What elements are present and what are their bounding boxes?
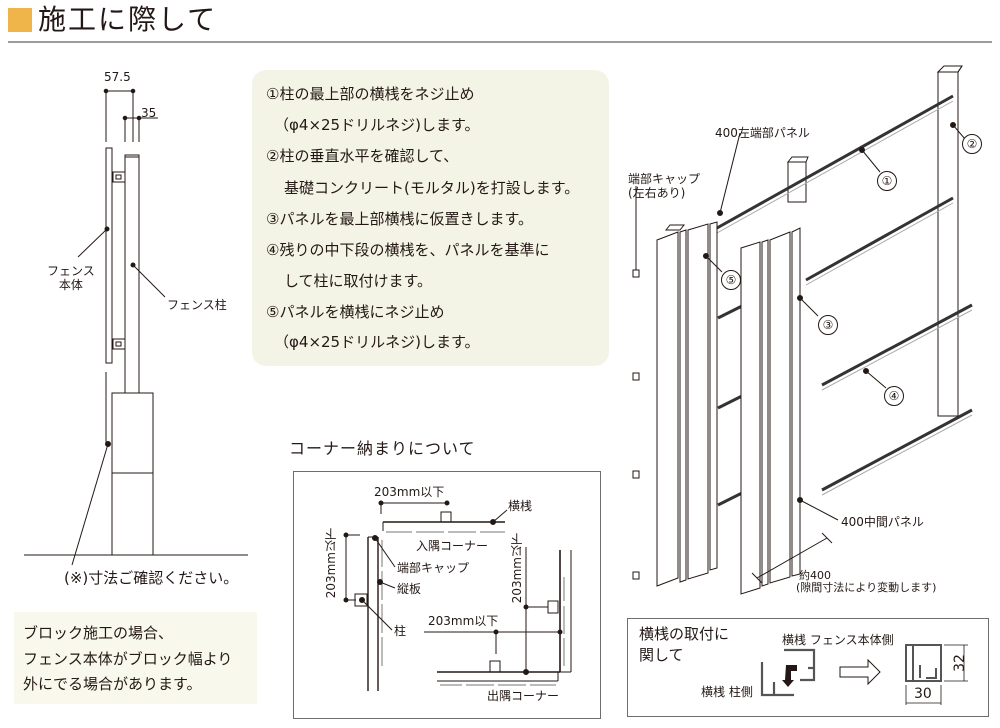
label-rail-fence-side: 横桟 フェンス本体側: [782, 633, 894, 647]
step-line: （φ4×25ドリルネジ)します。: [274, 116, 480, 134]
title-accent-square: [8, 8, 32, 32]
post-side-profile: [760, 662, 794, 697]
callout-2: ②: [962, 134, 982, 154]
callout-1: ①: [877, 171, 897, 191]
corner-section-title: コーナー納まりについて: [289, 439, 476, 458]
callout-4: ④: [884, 386, 904, 406]
corner-label-outside: 出隅コーナー: [487, 689, 560, 703]
step-line: ④残りの中下段の横桟を、パネルを基準に: [266, 241, 550, 259]
corner-label-end-cap: 端部キャップ: [397, 561, 470, 575]
corner-dim-bottom: 203mm以下: [428, 614, 499, 628]
rail-3: [821, 303, 973, 387]
callout-5: ⑤: [721, 270, 741, 290]
dimension-caution-caption: (※)寸法ご確認ください。: [64, 569, 239, 587]
down-arrow-icon: [782, 665, 797, 687]
corner-detail-box: [293, 471, 601, 719]
rail-2: [805, 196, 954, 282]
label-end-cap-line1: 端部キャップ: [628, 172, 701, 186]
label-rail-post-side: 横桟 柱側: [701, 685, 753, 699]
corner-label-inside: 入隅コーナー: [416, 539, 489, 553]
note-line: 外にでる場合があります。: [23, 675, 202, 693]
fence-body-label-line1: フェンス: [47, 264, 95, 278]
corner-label-rail: 横桟: [508, 499, 533, 513]
title-divider: [8, 41, 992, 43]
step-line: ③パネルを最上部横桟に仮置きします。: [266, 210, 533, 228]
rail-attachment-title: 横桟の取付に 関して: [639, 624, 729, 666]
corner-dim-top: 203mm以下: [374, 485, 445, 499]
assembled-rail-profile: [905, 644, 942, 682]
step-line: （φ4×25ドリルネジ)します。: [274, 333, 480, 351]
fence-post-label: フェンス柱: [167, 298, 227, 312]
note-line: フェンス本体がブロック幅より: [23, 650, 233, 668]
page-title: 施工に際して: [38, 3, 218, 36]
step-line: して柱に取付けます。: [284, 272, 433, 290]
step-line: 基礎コンクリート(モルタル)を打設します。: [284, 179, 580, 197]
right-arrow-icon: [839, 658, 881, 686]
dim-panel-width: 約400: [799, 569, 831, 582]
installation-steps-box: ①柱の最上部の横桟をネジ止め （φ4×25ドリルネジ)します。 ②柱の垂直水平を…: [252, 70, 609, 366]
callout-3: ③: [818, 315, 838, 335]
dim-panel-note: (隙間寸法により変動します): [796, 581, 937, 594]
dim-rail-height: 32: [951, 654, 968, 672]
label-left-end-panel: 400左端部パネル: [715, 126, 810, 140]
dim-post-label: 35: [141, 106, 157, 120]
dim-rail-width: 30: [914, 686, 932, 702]
fence-body-label-line2: 本体: [58, 278, 83, 292]
rail-attachment-title-line2: 関して: [639, 646, 684, 664]
corner-label-vertical-board: 縦板: [397, 582, 422, 596]
dim-total-label: 57.5: [104, 70, 131, 84]
corner-label-post: 柱: [394, 624, 407, 638]
rail-attachment-box: [627, 618, 989, 717]
fence-body-label: フェンス 本体: [47, 264, 95, 292]
fence-body-section: [105, 147, 113, 364]
block-construction-note: ブロック施工の場合、 フェンス本体がブロック幅より 外にでる場合があります。: [14, 612, 257, 704]
label-middle-panel: 400中間パネル: [841, 515, 924, 529]
rail-top: [716, 94, 954, 230]
step-line: ②柱の垂直水平を確認して、: [266, 147, 459, 165]
rail-4: [821, 408, 973, 492]
step-line: ①柱の最上部の横桟をネジ止め: [266, 85, 475, 103]
step-line: ⑤パネルを横桟にネジ止め: [266, 303, 445, 321]
label-end-cap-line2: (左右あり): [628, 186, 686, 200]
label-end-cap: 端部キャップ (左右あり): [628, 172, 700, 200]
rail-attachment-title-line1: 横桟の取付に: [639, 625, 730, 643]
note-line: ブロック施工の場合、: [23, 624, 174, 642]
